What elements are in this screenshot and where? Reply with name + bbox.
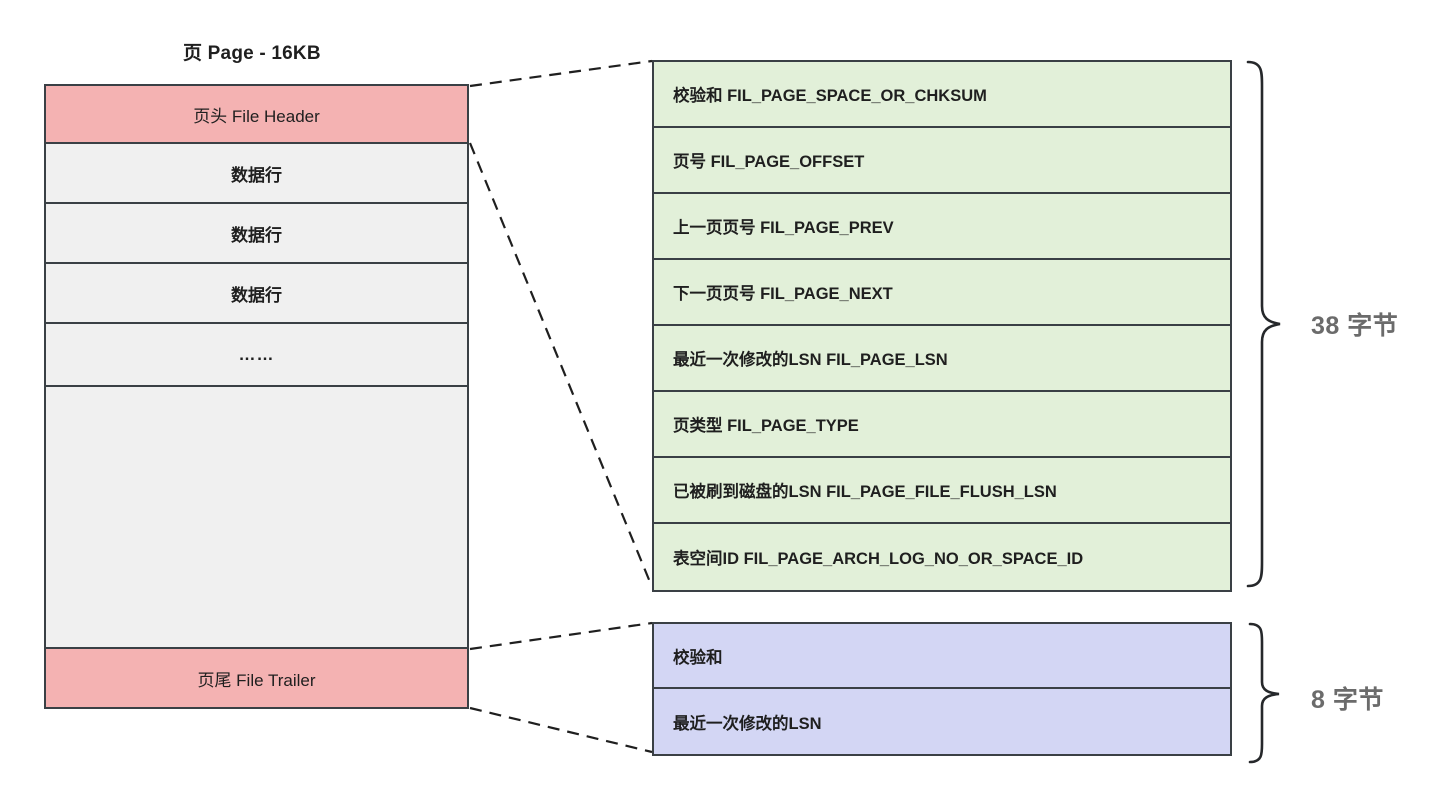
brace-38-bytes [1246, 60, 1281, 588]
dashed-connector-trailer-top [469, 621, 653, 651]
file-header-size-label: 38 字节 [1311, 312, 1399, 340]
page-row-file-header: 页头 File Header [46, 86, 467, 144]
dashed-connector-trailer-bottom [469, 706, 653, 754]
page-row-data-2: 数据行 [46, 204, 467, 264]
dashed-connector-header-top [469, 59, 653, 88]
file-header-field-row: 页类型 FIL_PAGE_TYPE [654, 392, 1230, 458]
file-header-fields-block: 校验和 FIL_PAGE_SPACE_OR_CHKSUM 页号 FIL_PAGE… [652, 60, 1232, 592]
file-trailer-size-label: 8 字节 [1311, 686, 1384, 714]
page-row-ellipsis: …… [46, 324, 467, 387]
file-header-field-row: 上一页页号 FIL_PAGE_PREV [654, 194, 1230, 260]
file-header-field-row: 校验和 FIL_PAGE_SPACE_OR_CHKSUM [654, 62, 1230, 128]
page-row-free-space [46, 387, 467, 649]
file-header-field-row: 下一页页号 FIL_PAGE_NEXT [654, 260, 1230, 326]
file-trailer-fields-block: 校验和 最近一次修改的LSN [652, 622, 1232, 756]
page-row-data-3: 数据行 [46, 264, 467, 324]
file-header-field-row: 最近一次修改的LSN FIL_PAGE_LSN [654, 326, 1230, 392]
dashed-connector-header-bottom [468, 142, 654, 588]
file-header-field-row: 已被刷到磁盘的LSN FIL_PAGE_FILE_FLUSH_LSN [654, 458, 1230, 524]
file-header-field-row: 页号 FIL_PAGE_OFFSET [654, 128, 1230, 194]
file-header-field-row: 表空间ID FIL_PAGE_ARCH_LOG_NO_OR_SPACE_ID [654, 524, 1230, 590]
brace-8-bytes [1248, 622, 1280, 764]
page-structure-block: 页头 File Header 数据行 数据行 数据行 …… 页尾 File Tr… [44, 84, 469, 709]
page-row-data-1: 数据行 [46, 144, 467, 204]
file-trailer-field-row: 校验和 [654, 624, 1230, 689]
file-trailer-field-row: 最近一次修改的LSN [654, 689, 1230, 754]
page-row-file-trailer: 页尾 File Trailer [46, 649, 467, 707]
page-title: 页 Page - 16KB [183, 43, 321, 64]
